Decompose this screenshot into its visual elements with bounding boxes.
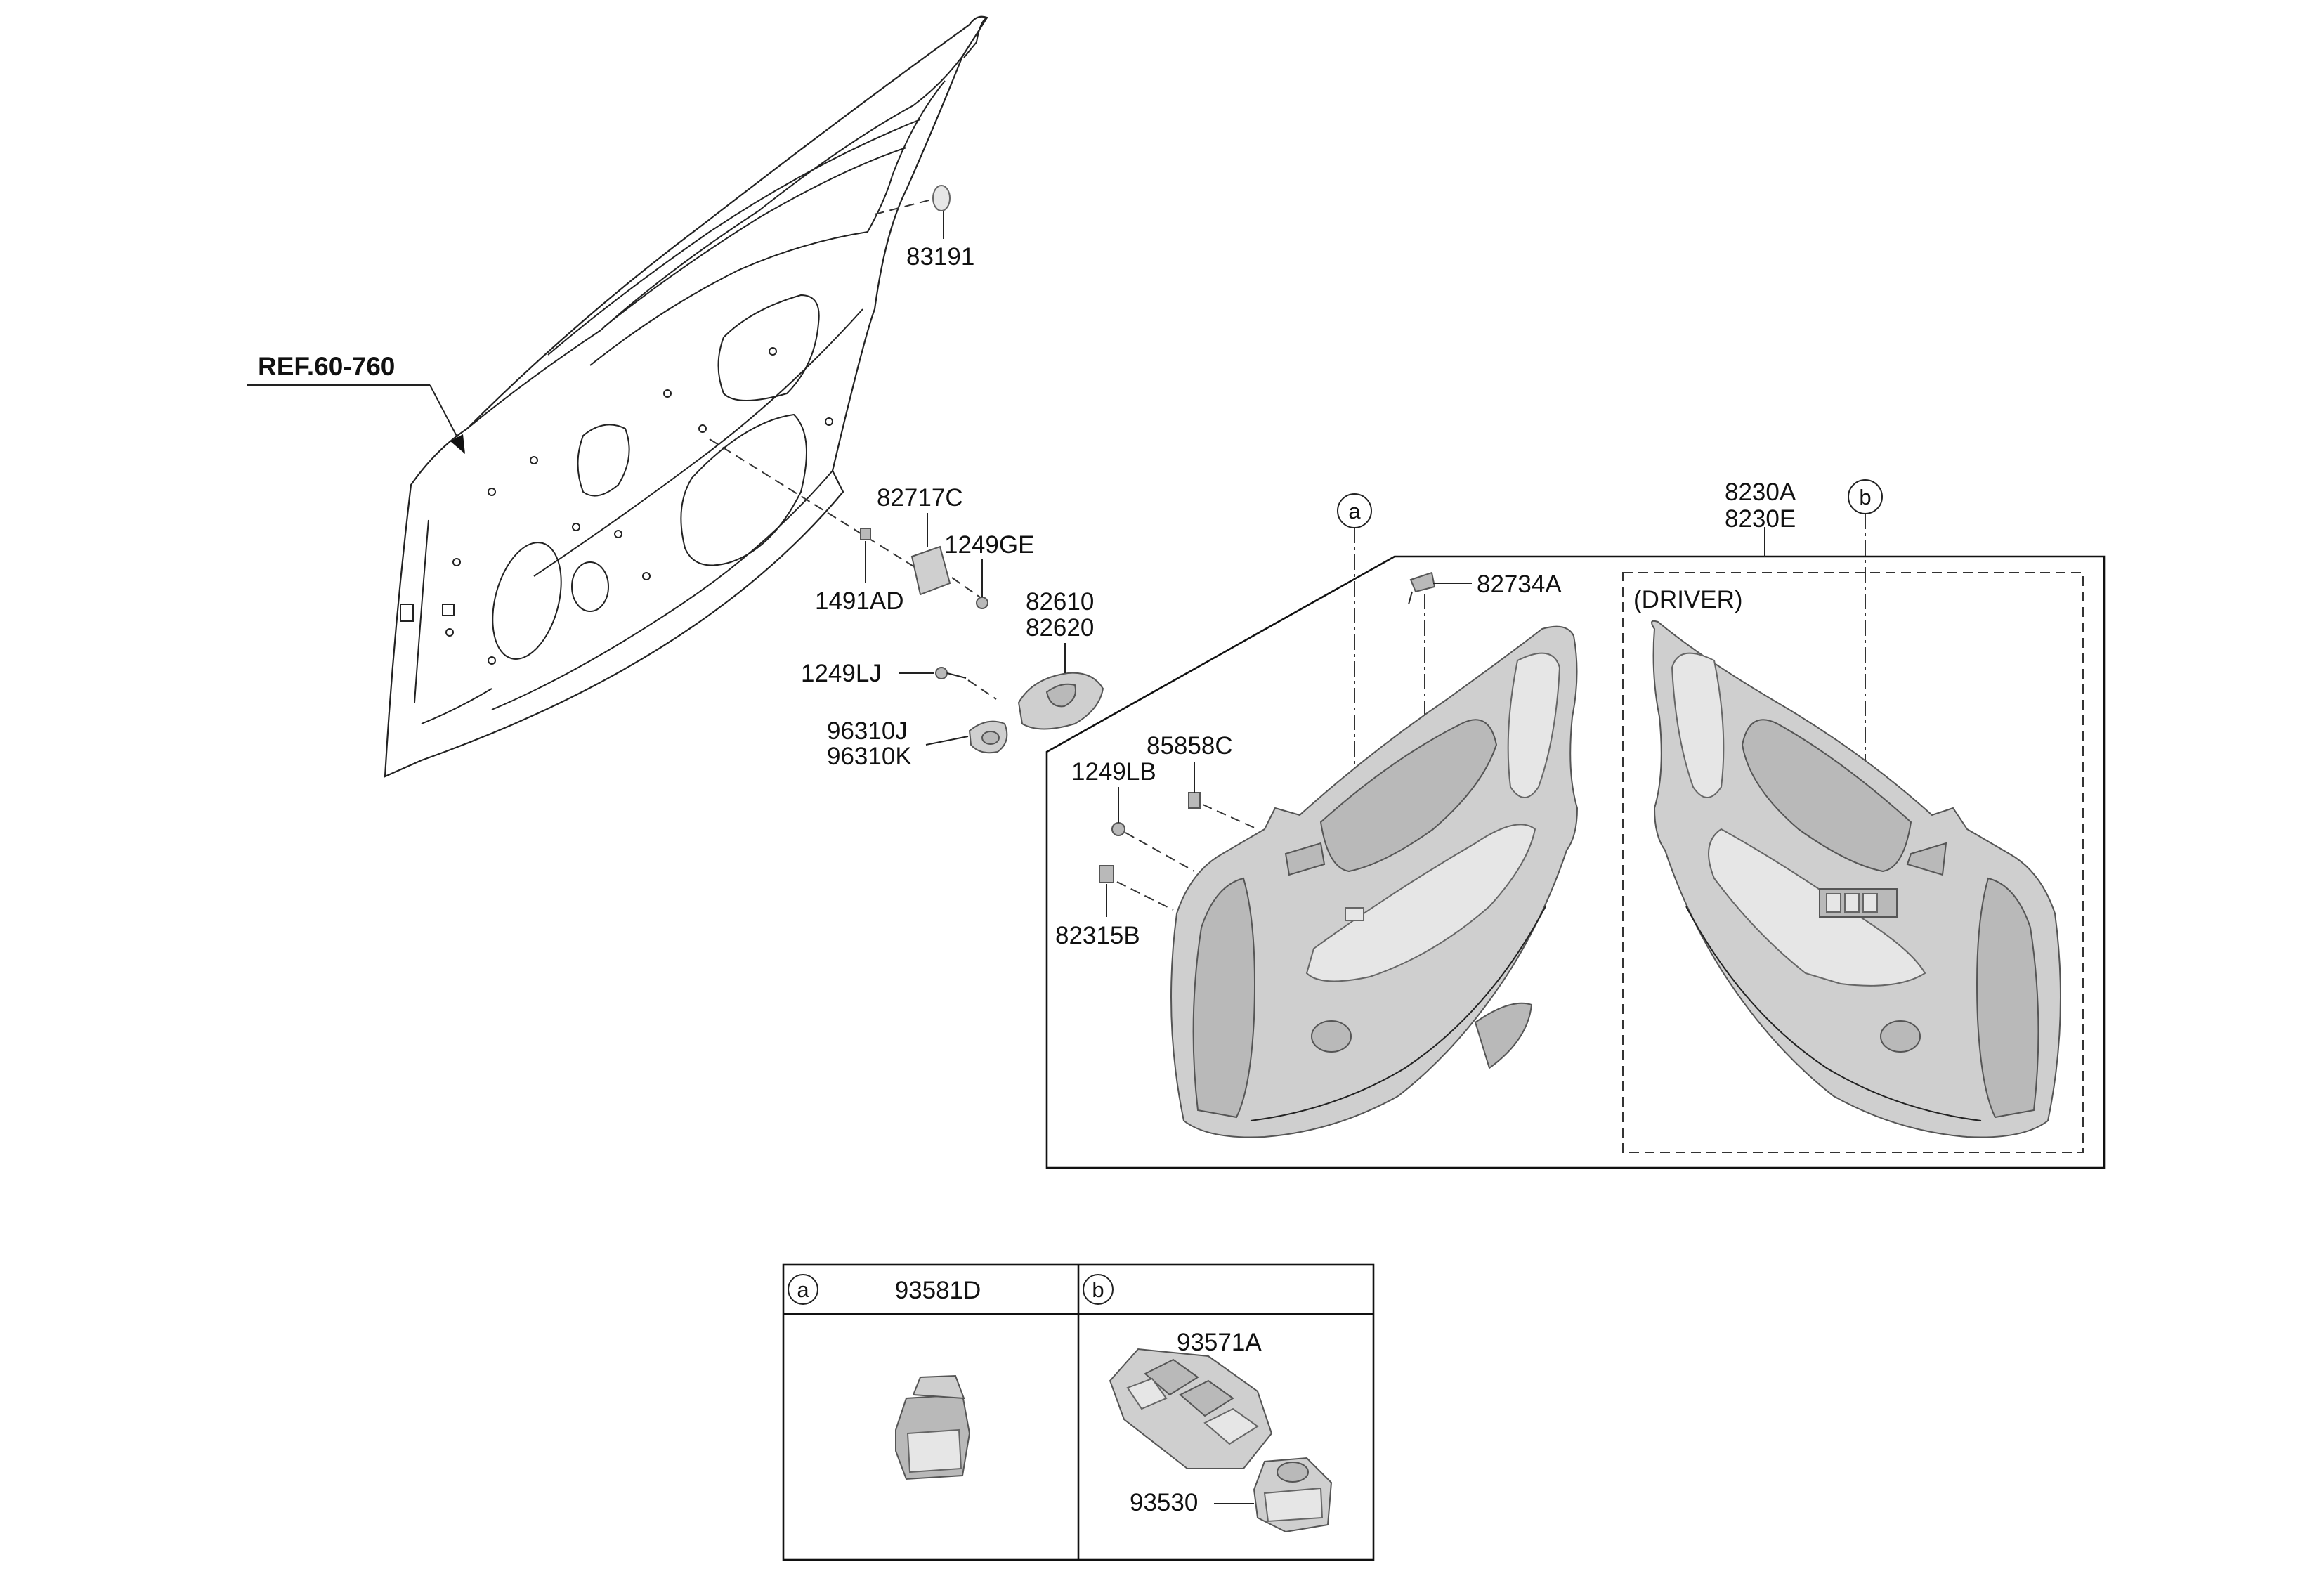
label-82315B: 82315B	[1055, 922, 1140, 949]
label-82620: 82620	[1026, 614, 1094, 642]
legend-table: a 93581D b 93571A 93530	[782, 1263, 1375, 1561]
reference-callout: REF.60-760	[247, 352, 465, 454]
label-8230E: 8230E	[1725, 505, 1796, 533]
part-82610-82620: 82610 82620	[1017, 588, 1104, 730]
part-1249LB: 1249LB	[1071, 758, 1195, 872]
switch-93581D	[895, 1374, 971, 1480]
door-trim-panel-passenger	[1170, 625, 1579, 1138]
part-82315B: 82315B	[1055, 865, 1174, 949]
marker-a-text: a	[1348, 499, 1361, 523]
part-85858C: 85858C	[1147, 732, 1258, 830]
part-1491AD: 1491AD	[815, 528, 903, 615]
label-1249GE: 1249GE	[944, 531, 1034, 559]
legend-cell-a: a 93581D	[788, 1274, 981, 1480]
driver-variant-box: (DRIVER)	[1622, 572, 2084, 1153]
trim-assembly-frame: 8230A 8230E	[1045, 479, 2106, 1169]
legend-marker-b: b	[1092, 1277, 1104, 1302]
label-1249LB: 1249LB	[1071, 758, 1156, 786]
arrowhead-icon	[450, 434, 465, 454]
door-trim-panel-driver	[1651, 620, 2061, 1138]
label-82717C: 82717C	[877, 484, 963, 512]
reference-label: REF.60-760	[258, 352, 395, 381]
switch-93530	[1253, 1457, 1333, 1533]
label-96310K: 96310K	[827, 743, 912, 770]
legend-part-93530: 93530	[1130, 1489, 1198, 1516]
label-1491AD: 1491AD	[815, 587, 903, 615]
legend-marker-a: a	[797, 1277, 809, 1302]
label-82734A: 82734A	[1477, 571, 1562, 598]
driver-note: (DRIVER)	[1633, 586, 1743, 613]
part-96310J-96310K: 96310J 96310K	[827, 717, 1008, 770]
label-85858C: 85858C	[1147, 732, 1233, 760]
label-96310J: 96310J	[827, 717, 908, 745]
part-83191: 83191	[874, 185, 974, 271]
legend-part-93571A: 93571A	[1177, 1329, 1262, 1356]
switch-93571A	[1109, 1348, 1273, 1469]
part-82717C: 82717C	[709, 438, 963, 596]
part-1249LJ: 1249LJ	[801, 660, 997, 700]
label-82610: 82610	[1026, 588, 1094, 616]
label-8230A: 8230A	[1725, 479, 1796, 506]
label-83191: 83191	[906, 243, 974, 271]
legend-cell-b: b 93571A 93530	[1083, 1274, 1333, 1533]
legend-part-93581D: 93581D	[895, 1277, 981, 1304]
door-inner-panel	[384, 15, 988, 778]
part-1249GE: 1249GE	[944, 531, 1034, 609]
marker-b-text: b	[1859, 485, 1871, 509]
label-1249LJ: 1249LJ	[801, 660, 882, 687]
